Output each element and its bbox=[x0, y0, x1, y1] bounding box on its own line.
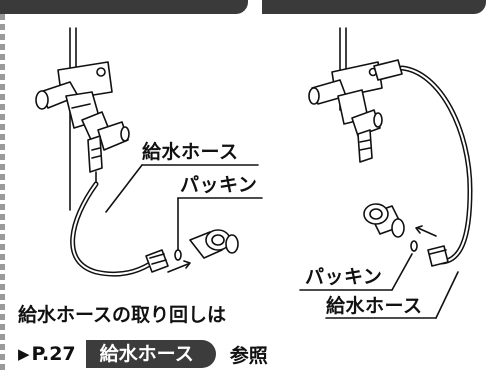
label-packing-right: パッキン bbox=[305, 266, 383, 288]
section-tab-right bbox=[262, 0, 486, 14]
page-reference-link[interactable]: P.27 bbox=[31, 343, 76, 365]
triangle-arrow-icon: ▶ bbox=[18, 345, 30, 363]
label-supply-hose-right: 給水ホース bbox=[326, 295, 423, 317]
hose-routing-note: 給水ホースの取り回しは bbox=[18, 304, 227, 326]
right-label-leaders bbox=[299, 253, 459, 319]
page-reference-row: ▶ P.27 給水ホース 参照 bbox=[18, 340, 268, 368]
page-edge-dashes bbox=[0, 14, 5, 372]
left-label-leaders bbox=[105, 164, 263, 251]
reference-suffix: 参照 bbox=[229, 344, 268, 367]
label-supply-hose-left: 給水ホース bbox=[142, 141, 239, 163]
right-wall-faucet-drawing bbox=[308, 27, 473, 267]
section-tab-left bbox=[0, 0, 248, 14]
label-packing-left: パッキン bbox=[180, 174, 258, 196]
reference-section-tab[interactable]: 給水ホース bbox=[85, 340, 216, 368]
left-wall-faucet-drawing bbox=[35, 27, 239, 277]
